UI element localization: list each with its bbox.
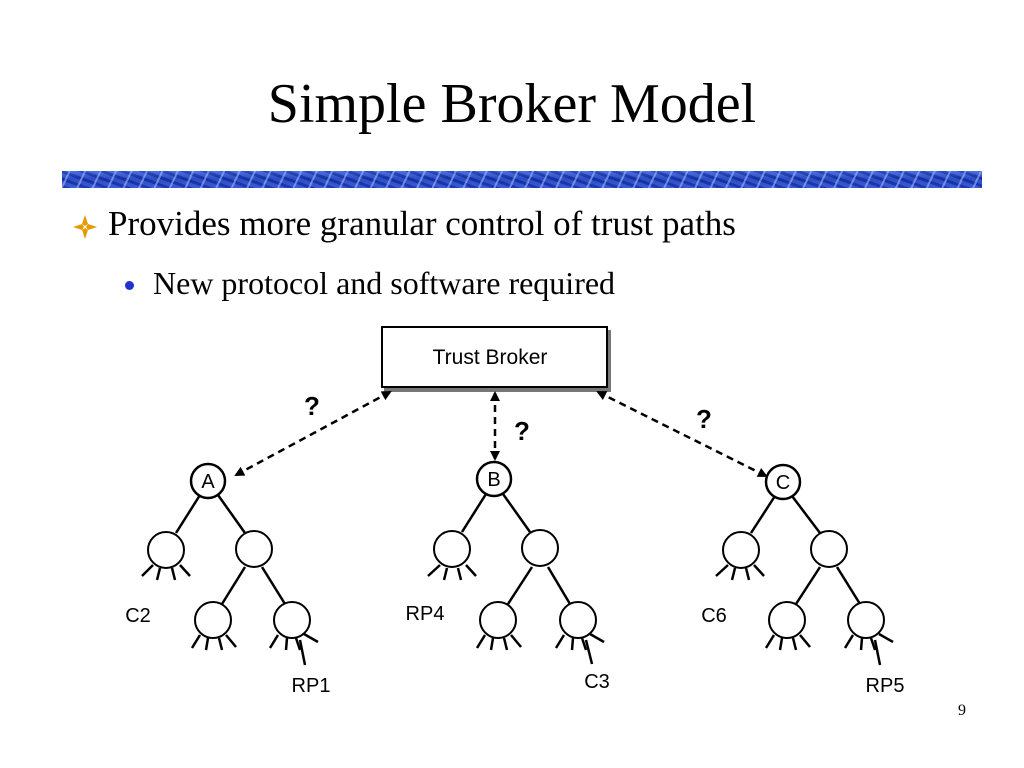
tree-a-node bbox=[147, 531, 185, 569]
tree-b-node bbox=[559, 601, 597, 639]
tree-c-node bbox=[722, 531, 760, 569]
question-mark-a: ? bbox=[304, 391, 320, 421]
node-b-label: B bbox=[487, 469, 500, 491]
node-c-label: C bbox=[776, 472, 790, 494]
tree-a-node bbox=[273, 601, 311, 639]
tree-c-node bbox=[768, 601, 806, 639]
node-a-label: A bbox=[201, 471, 215, 493]
trust-broker-box: Trust Broker bbox=[381, 326, 608, 388]
round-bullet-icon bbox=[125, 281, 134, 290]
link-broker-c bbox=[596, 390, 768, 478]
label-rp1: RP1 bbox=[292, 675, 331, 697]
title-divider-bar bbox=[62, 171, 982, 188]
tree-b-node bbox=[479, 601, 517, 639]
node-b bbox=[475, 460, 513, 498]
tree-a bbox=[141, 494, 319, 666]
question-mark-c: ? bbox=[696, 404, 712, 434]
tree-c bbox=[715, 495, 894, 666]
diamond-bullet-icon bbox=[73, 215, 97, 239]
tree-b-node bbox=[521, 529, 559, 567]
trust-broker-label: Trust Broker bbox=[433, 346, 548, 369]
label-rp4: RP4 bbox=[406, 603, 445, 625]
slide-title: Simple Broker Model bbox=[267, 73, 757, 135]
node-c bbox=[764, 463, 802, 501]
tree-a-node bbox=[235, 530, 273, 568]
label-c2: C2 bbox=[125, 605, 151, 627]
node-a bbox=[189, 462, 227, 500]
tree-c-node bbox=[810, 530, 848, 568]
bullet-text-level-2: New protocol and software required bbox=[153, 265, 616, 301]
tree-c-node bbox=[847, 601, 885, 639]
link-broker-a bbox=[234, 390, 392, 477]
question-mark-b: ? bbox=[514, 416, 530, 446]
page-number: 9 bbox=[958, 702, 966, 719]
label-rp5: RP5 bbox=[866, 675, 905, 697]
bullet-text-level-1: Provides more granular control of trust … bbox=[108, 204, 736, 243]
tree-b bbox=[427, 493, 605, 665]
label-c6: C6 bbox=[701, 605, 727, 627]
label-c3: C3 bbox=[584, 671, 610, 693]
tree-a-node bbox=[194, 601, 232, 639]
tree-b-node bbox=[433, 530, 471, 568]
